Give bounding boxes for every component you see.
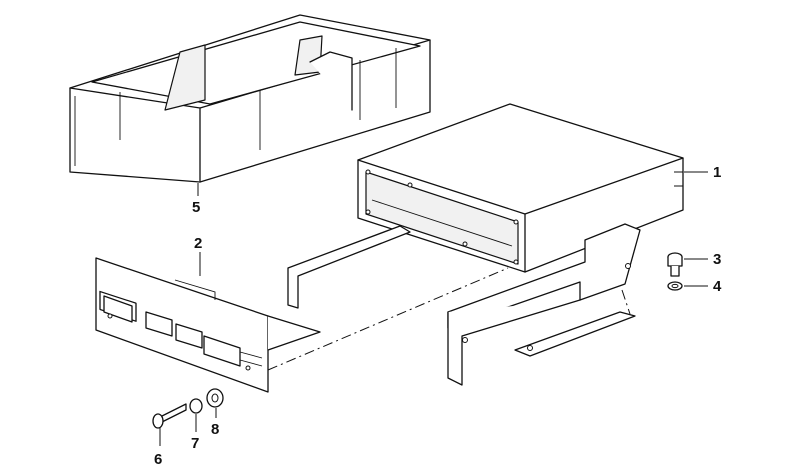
assembly-line-b: [621, 289, 631, 315]
callout-2: 2: [194, 235, 202, 252]
assembly-line-a: [267, 267, 509, 371]
part-4-washer: [667, 281, 683, 291]
part-1-control-unit-housing: [357, 103, 684, 273]
callout-1: 1: [713, 164, 721, 181]
callout-7: 7: [191, 435, 199, 452]
callout-6: 6: [154, 451, 162, 468]
part-7-lock-washer: [189, 398, 203, 414]
callout-3: 3: [713, 251, 721, 268]
callout-5: 5: [192, 199, 200, 216]
callout-8: 8: [211, 421, 219, 438]
part-2-connector-plate: [95, 257, 321, 393]
part-6-screw: [152, 403, 187, 429]
part-5-packing-tray: [69, 14, 431, 183]
callout-4: 4: [713, 278, 722, 295]
inner-rail: [287, 225, 411, 309]
mounting-bracket: [447, 223, 641, 386]
part-3-bolt: [667, 252, 683, 277]
part-8-washer: [206, 388, 224, 408]
